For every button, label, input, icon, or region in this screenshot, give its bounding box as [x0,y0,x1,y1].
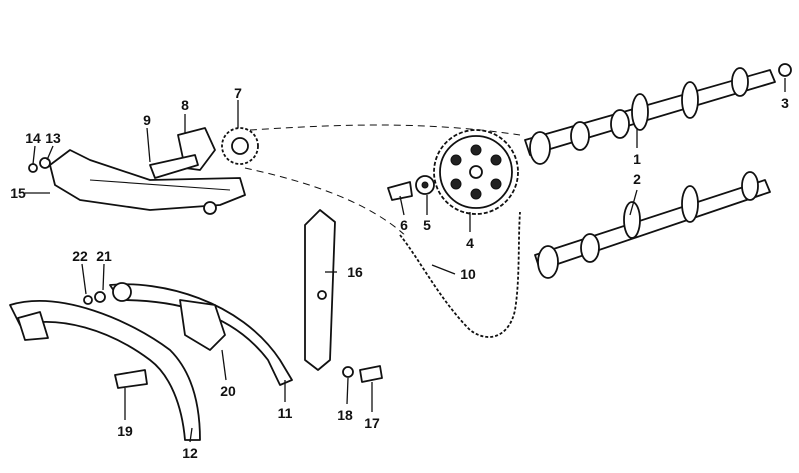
callout-6: 6 [400,217,408,233]
callout-1: 1 [633,151,641,167]
washer-18 [342,366,354,378]
callout-10: 10 [460,266,476,282]
callout-18: 18 [337,407,353,423]
callout-19: 19 [117,423,133,439]
callout-9: 9 [143,112,151,128]
bolt-17 [359,365,383,383]
plug-3 [778,63,792,77]
camshaft-sprocket [433,129,519,215]
callout-11: 11 [278,405,293,421]
callout-4: 4 [466,235,474,251]
washer-13 [39,157,51,169]
callout-13: 13 [45,130,61,146]
callout-15: 15 [10,185,26,201]
callout-21: 21 [96,248,112,264]
callout-8: 8 [181,97,189,113]
alignment-line-upper [249,124,521,136]
nut-14 [28,163,38,173]
guide-rail [304,209,336,371]
washer-21 [94,291,106,303]
callout-2: 2 [633,171,641,187]
nut-22 [83,295,93,305]
callout-17: 17 [364,415,380,431]
callout-20: 20 [220,383,236,399]
timing-chain [399,211,521,338]
bracket-20 [179,299,226,351]
callout-5: 5 [423,217,431,233]
alignment-line-lower [244,167,411,241]
camshaft-lower [534,171,771,279]
callout-14: 14 [25,130,41,146]
callout-16: 16 [347,264,363,280]
upper-tensioner-assembly [28,127,259,215]
callout-7: 7 [234,85,242,101]
camshaft-upper [524,63,792,165]
callout-12: 12 [182,445,198,461]
bolt-9 [149,154,199,179]
bolt-19 [114,369,148,389]
bushing-21 [112,282,132,302]
callout-22: 22 [72,248,88,264]
callout-3: 3 [781,95,789,111]
bolt-6 [387,181,413,201]
